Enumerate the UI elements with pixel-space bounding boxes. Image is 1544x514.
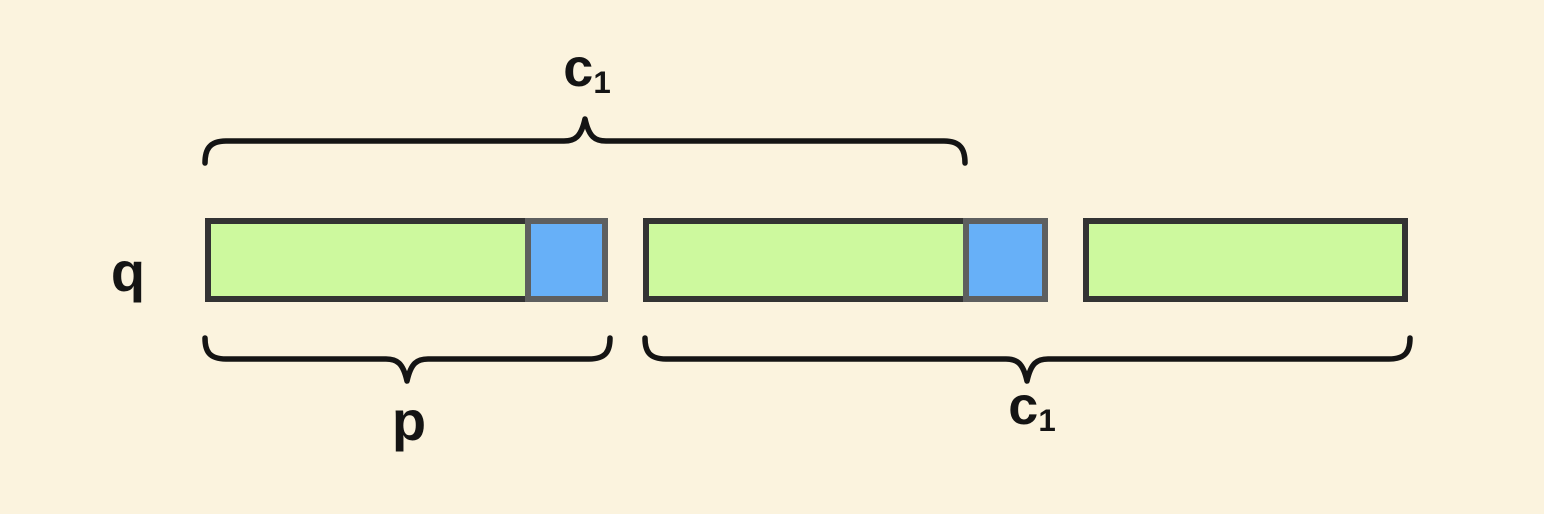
bar-2-segment-green <box>643 218 969 302</box>
bottom-right-brace-label-sub: 1 <box>1038 402 1056 438</box>
bottom-right-brace-label-base: c <box>1008 376 1039 436</box>
row-label-q: q <box>110 240 146 303</box>
top-brace-label-base: c <box>563 38 594 98</box>
bottom-right-brace-label: c1 <box>1008 376 1055 436</box>
bottom-left-brace-label: p <box>391 389 427 452</box>
top-brace-label: c1 <box>563 38 610 98</box>
bottom-right-brace <box>642 335 1413 384</box>
top-brace-label-sub: 1 <box>593 64 611 100</box>
bottom-left-brace <box>202 335 613 384</box>
bar-1-segment-blue <box>525 218 608 302</box>
top-brace <box>202 116 968 166</box>
bar-3-segment-green <box>1083 218 1408 302</box>
bar-2-segment-blue <box>963 218 1048 302</box>
bar-1-segment-green <box>205 218 531 302</box>
